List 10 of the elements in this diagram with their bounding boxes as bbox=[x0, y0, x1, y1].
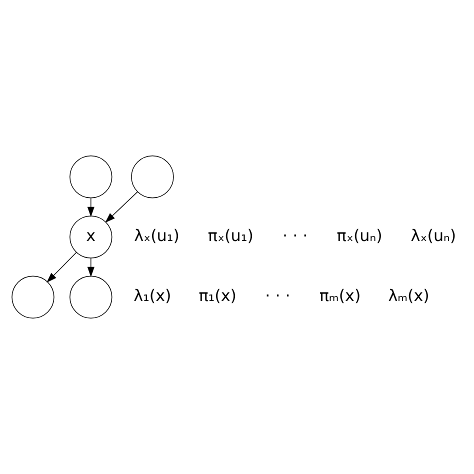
label: πₓ(u₁) bbox=[208, 226, 254, 246]
label: π₁(x) bbox=[198, 286, 237, 306]
label: · · · bbox=[282, 226, 308, 246]
label: πₘ(x) bbox=[319, 286, 361, 306]
label: λₓ(uₙ) bbox=[410, 226, 456, 246]
label: λₘ(x) bbox=[388, 286, 430, 306]
label: πₓ(uₙ) bbox=[336, 226, 382, 246]
label: λ₁(x) bbox=[134, 286, 172, 306]
label: · · · bbox=[265, 286, 290, 306]
label: λₓ(u₁) bbox=[134, 226, 180, 246]
